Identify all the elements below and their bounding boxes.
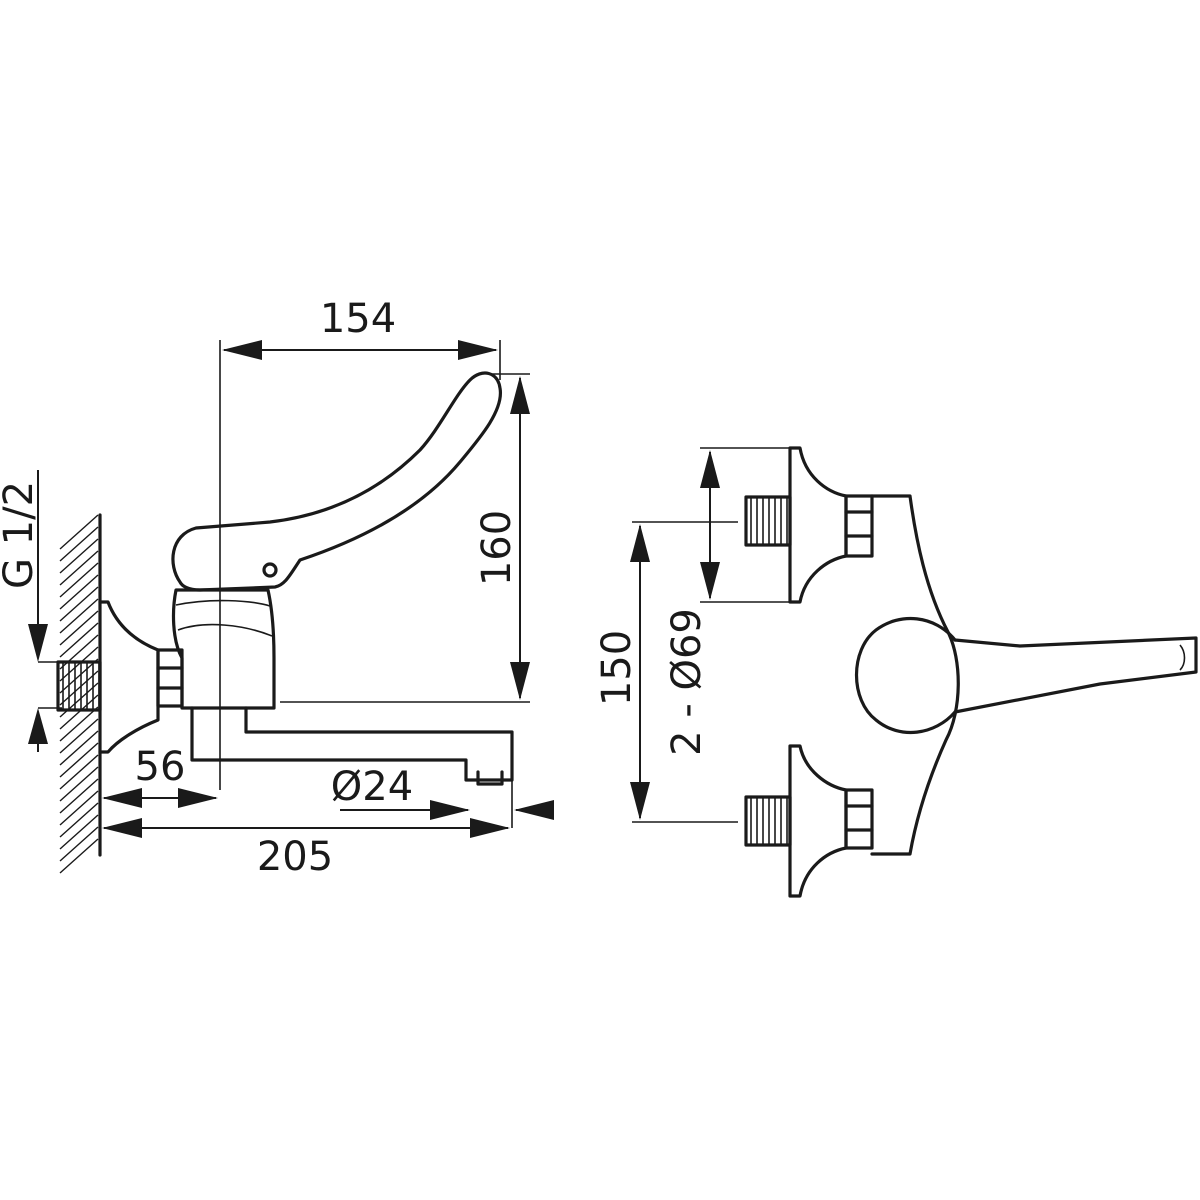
hatch-line — [59, 610, 99, 646]
front-view: 150 2 - Ø69 — [594, 446, 1198, 898]
lower-inlet — [744, 744, 874, 898]
hatch-line — [59, 538, 99, 574]
union-nut — [156, 648, 184, 708]
hatch-line — [59, 550, 99, 586]
lever-handle — [171, 371, 502, 592]
label-escutcheon: 2 - Ø69 — [664, 608, 710, 756]
dim-total-projection: 205 — [102, 818, 510, 880]
label-150: 150 — [594, 630, 640, 706]
upper-nut — [844, 494, 874, 558]
hatch-line — [59, 646, 99, 682]
label-205: 205 — [257, 834, 333, 880]
lower-escutcheon — [788, 744, 848, 898]
threaded-inlet — [56, 660, 102, 712]
hatch-line — [59, 826, 99, 862]
label-56: 56 — [135, 744, 186, 790]
label-thread: G 1/2 — [0, 481, 42, 589]
hatch-line — [59, 562, 99, 598]
wall-hatching — [59, 513, 102, 874]
wall-escutcheon — [98, 600, 160, 754]
lever-hub — [855, 616, 957, 735]
hatch-line — [59, 694, 99, 730]
hatch-line — [59, 598, 99, 634]
body-bar — [870, 494, 960, 856]
hatch-line — [59, 526, 99, 562]
hatch-line — [59, 658, 99, 694]
hatch-line — [59, 790, 99, 826]
dim-spout-diameter: Ø24 — [331, 764, 554, 828]
spout — [190, 706, 514, 782]
label-diameter: Ø24 — [331, 764, 413, 810]
hatch-line — [59, 706, 99, 742]
body-detail — [177, 623, 273, 637]
lever-arm — [953, 636, 1198, 714]
hatch-line — [59, 622, 99, 658]
dim-thread: G 1/2 — [0, 470, 62, 752]
lower-nut — [844, 788, 874, 850]
hatch-line — [59, 718, 99, 754]
hatch-line — [59, 778, 99, 814]
lever-pivot — [262, 562, 278, 578]
spout-aerator — [476, 770, 504, 786]
dim-inlet-spacing: 150 — [594, 521, 738, 823]
mixer-body — [171, 588, 276, 710]
label-160: 160 — [474, 510, 520, 586]
dim-height: 160 — [280, 373, 530, 703]
hatch-line — [59, 814, 99, 850]
hatch-line — [59, 514, 99, 550]
hatch-line — [59, 754, 99, 790]
hatch-line — [59, 838, 99, 874]
upper-inlet — [744, 446, 874, 604]
hatch-line — [59, 730, 99, 766]
hatch-line — [59, 586, 99, 622]
dim-lever-reach: 154 — [219, 296, 501, 790]
hatch-line — [59, 802, 99, 838]
label-154: 154 — [320, 296, 396, 342]
side-view: 154 160 G 1/2 56 — [0, 296, 554, 880]
hatch-line — [59, 742, 99, 778]
hatch-line — [59, 670, 99, 706]
hatch-line — [59, 766, 99, 802]
dim-escutcheon: 2 - Ø69 — [664, 447, 790, 756]
dim-wall-offset: 56 — [102, 744, 218, 808]
upper-escutcheon — [788, 446, 848, 604]
hatch-line — [59, 574, 99, 610]
